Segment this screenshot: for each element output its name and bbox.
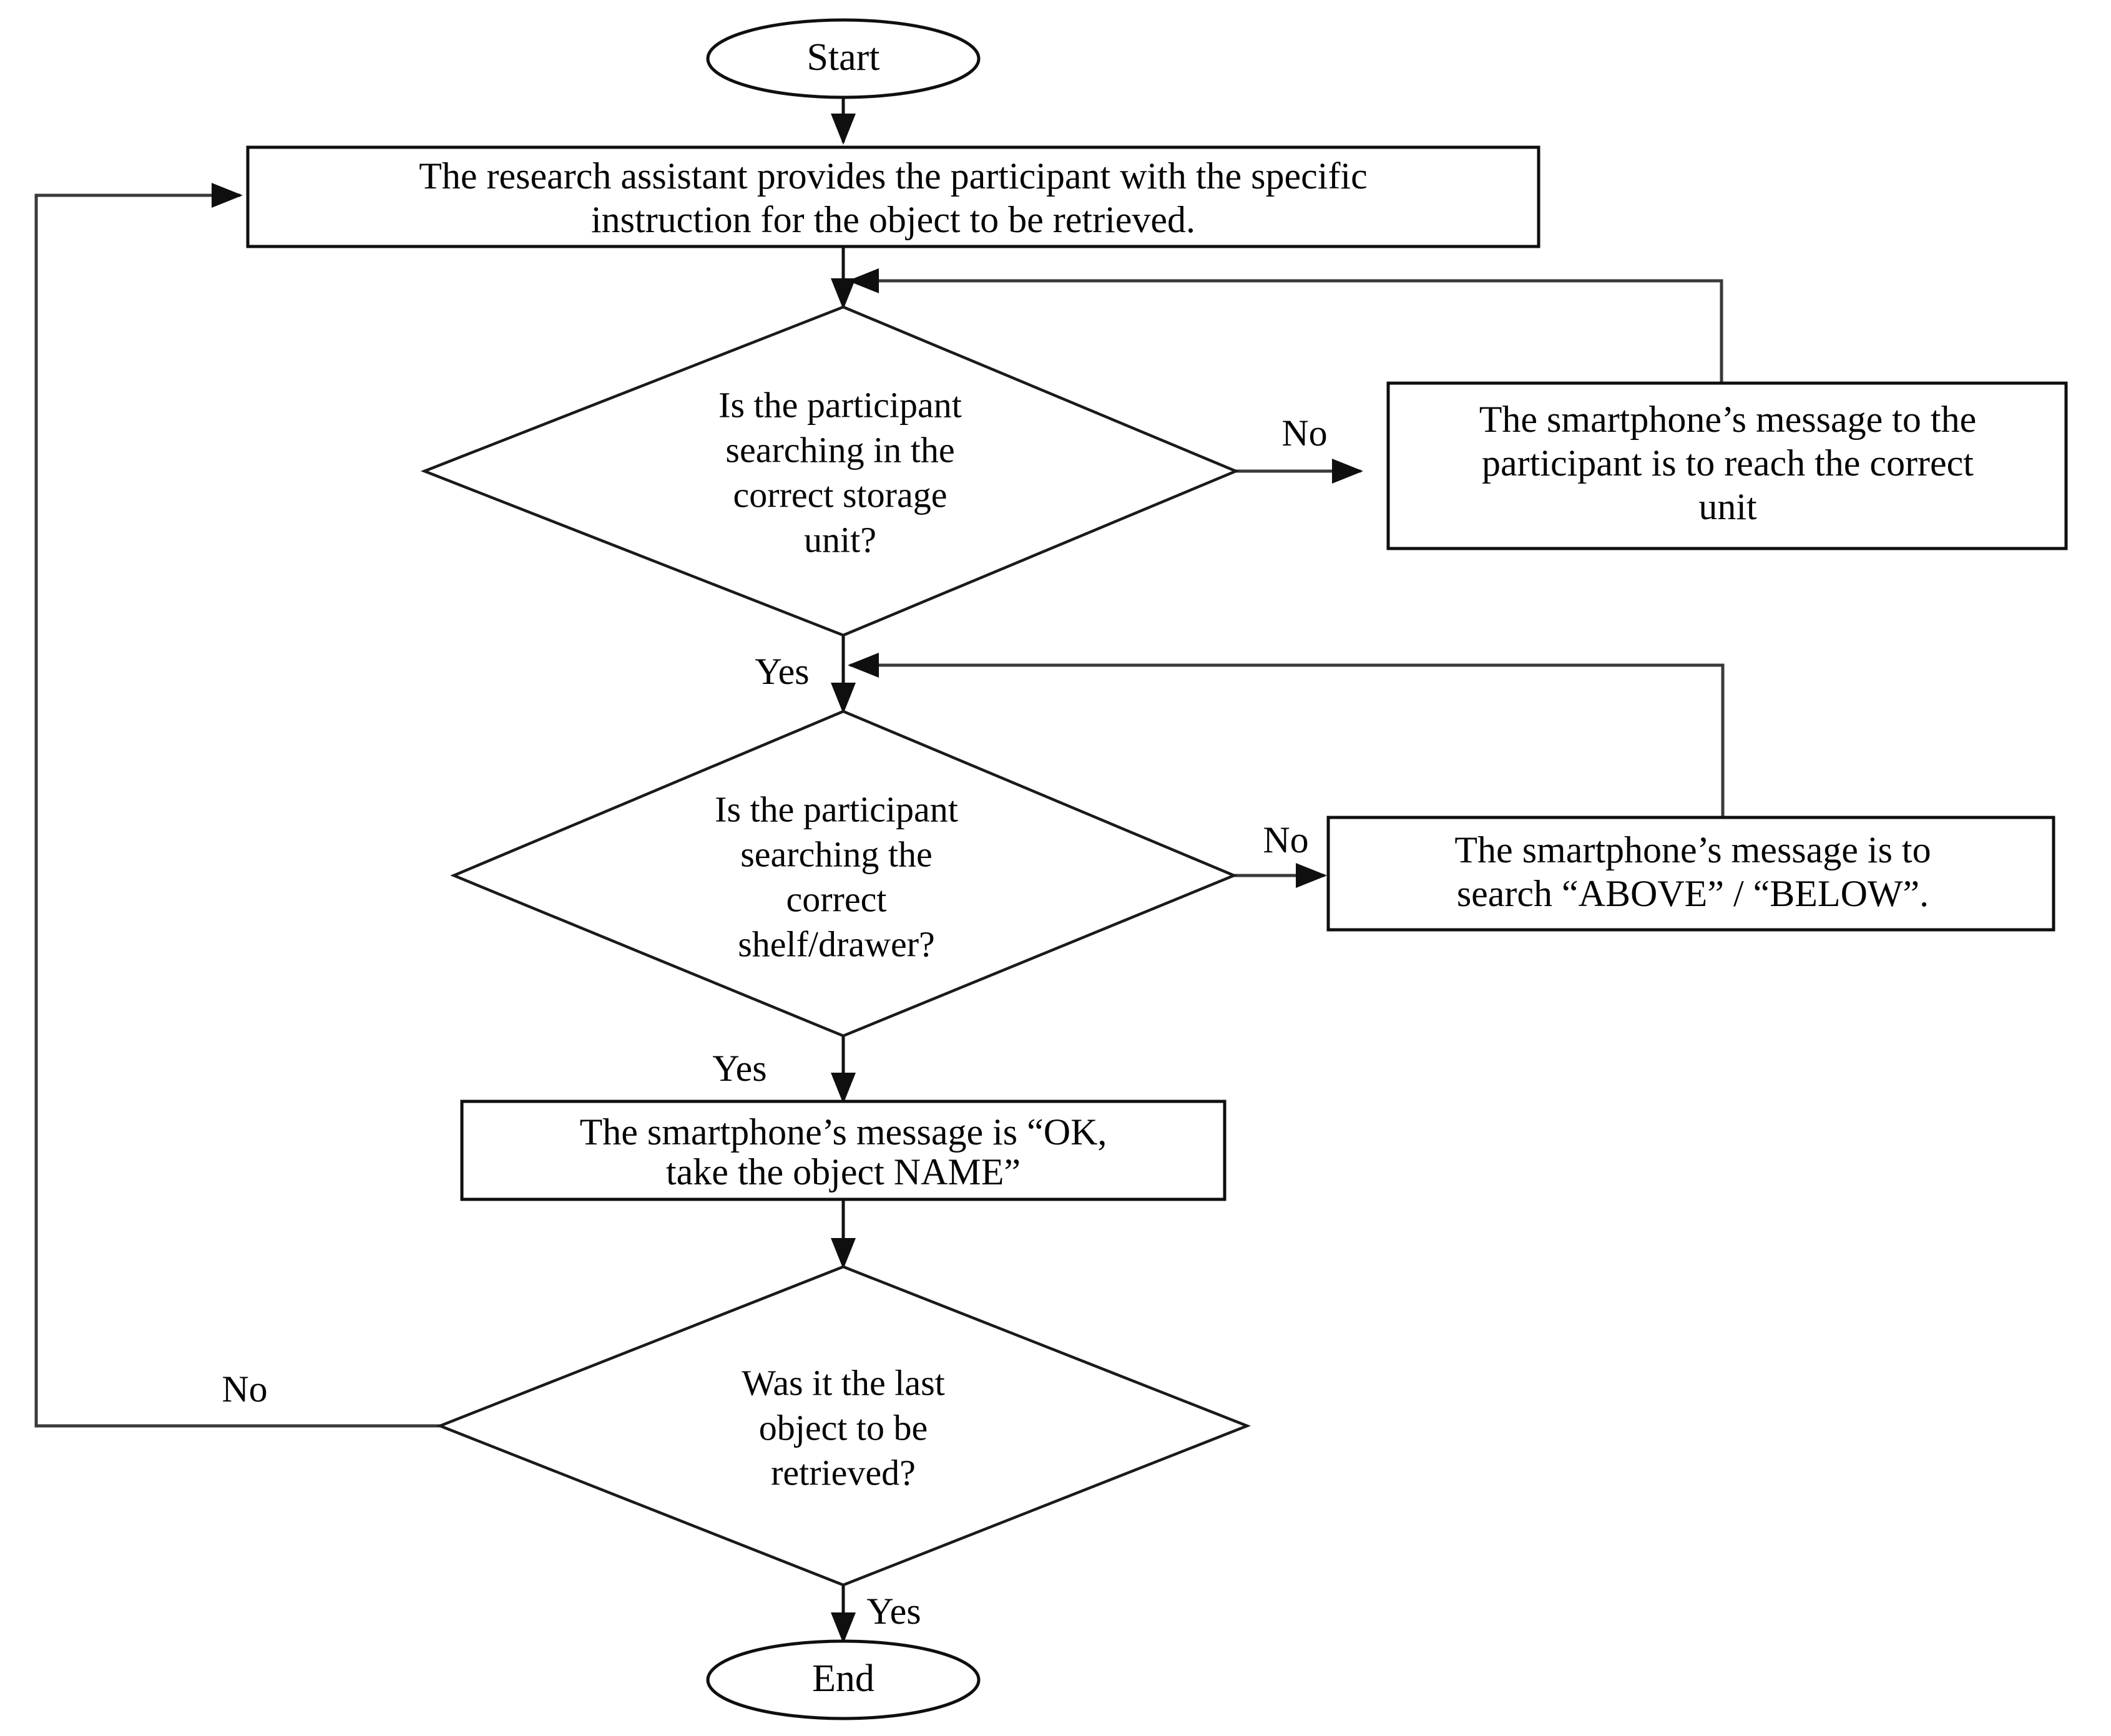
node-message-reach-unit-line2: participant is to reach the correct bbox=[1482, 442, 1974, 484]
node-last-object-line3: retrieved? bbox=[771, 1452, 916, 1493]
node-message-above-below-shape bbox=[1326, 816, 2055, 932]
edge-label-last-yes: Yes bbox=[866, 1591, 921, 1632]
node-last-object-line1: Was it the last bbox=[742, 1362, 945, 1403]
node-message-reach-unit-shape bbox=[1386, 381, 2068, 550]
node-storage-decision-shape bbox=[420, 305, 1240, 637]
node-message-above-below-line1: The smartphone’s message is to bbox=[1454, 829, 1931, 870]
node-start-shape bbox=[706, 18, 981, 99]
node-instruction-shape bbox=[246, 145, 1540, 248]
node-end-label: End bbox=[812, 1657, 874, 1700]
node-storage-decision-line2: searching in the bbox=[725, 429, 954, 470]
node-shelf-decision-shape bbox=[450, 710, 1238, 1038]
edge-label-shelf-yes: Yes bbox=[712, 1048, 767, 1089]
node-message-ok-line2: take the object NAME” bbox=[666, 1151, 1021, 1192]
node-message-above-below-line2: search “ABOVE” / “BELOW”. bbox=[1457, 873, 1929, 914]
node-shelf-decision-line4: shelf/drawer? bbox=[738, 924, 935, 964]
edge-label-storage-no: No bbox=[1281, 412, 1327, 454]
node-last-object-decision-shape bbox=[436, 1265, 1251, 1587]
node-shelf-decision-line3: correct bbox=[786, 879, 887, 919]
node-instruction-line1: The research assistant provides the part… bbox=[419, 155, 1367, 197]
node-message-ok-line1: The smartphone’s message is “OK, bbox=[580, 1111, 1107, 1153]
node-last-object-line2: object to be bbox=[759, 1407, 928, 1448]
node-message-reach-unit-line1: The smartphone’s message to the bbox=[1479, 399, 1976, 440]
node-shelf-decision-line2: searching the bbox=[740, 834, 933, 874]
node-start-label: Start bbox=[806, 36, 879, 79]
node-instruction-line2: instruction for the object to be retriev… bbox=[591, 199, 1195, 240]
edge-message-reach-unit-feedback bbox=[847, 268, 1723, 383]
edge-last-no-to-instruction-loop bbox=[34, 183, 440, 1428]
node-storage-decision-line4: unit? bbox=[804, 519, 876, 560]
node-shelf-decision-line1: Is the participant bbox=[715, 789, 958, 829]
node-storage-decision-line3: correct storage bbox=[733, 474, 948, 515]
node-message-ok-shape bbox=[460, 1100, 1227, 1201]
edge-label-last-no: No bbox=[222, 1368, 267, 1410]
edge-message-above-below-feedback bbox=[847, 653, 1725, 817]
edge-label-storage-yes: Yes bbox=[755, 651, 809, 692]
node-end-shape bbox=[706, 1639, 981, 1720]
node-message-reach-unit-line3: unit bbox=[1698, 486, 1757, 527]
node-storage-decision-line1: Is the participant bbox=[718, 384, 962, 425]
edge-label-shelf-no: No bbox=[1263, 819, 1308, 861]
